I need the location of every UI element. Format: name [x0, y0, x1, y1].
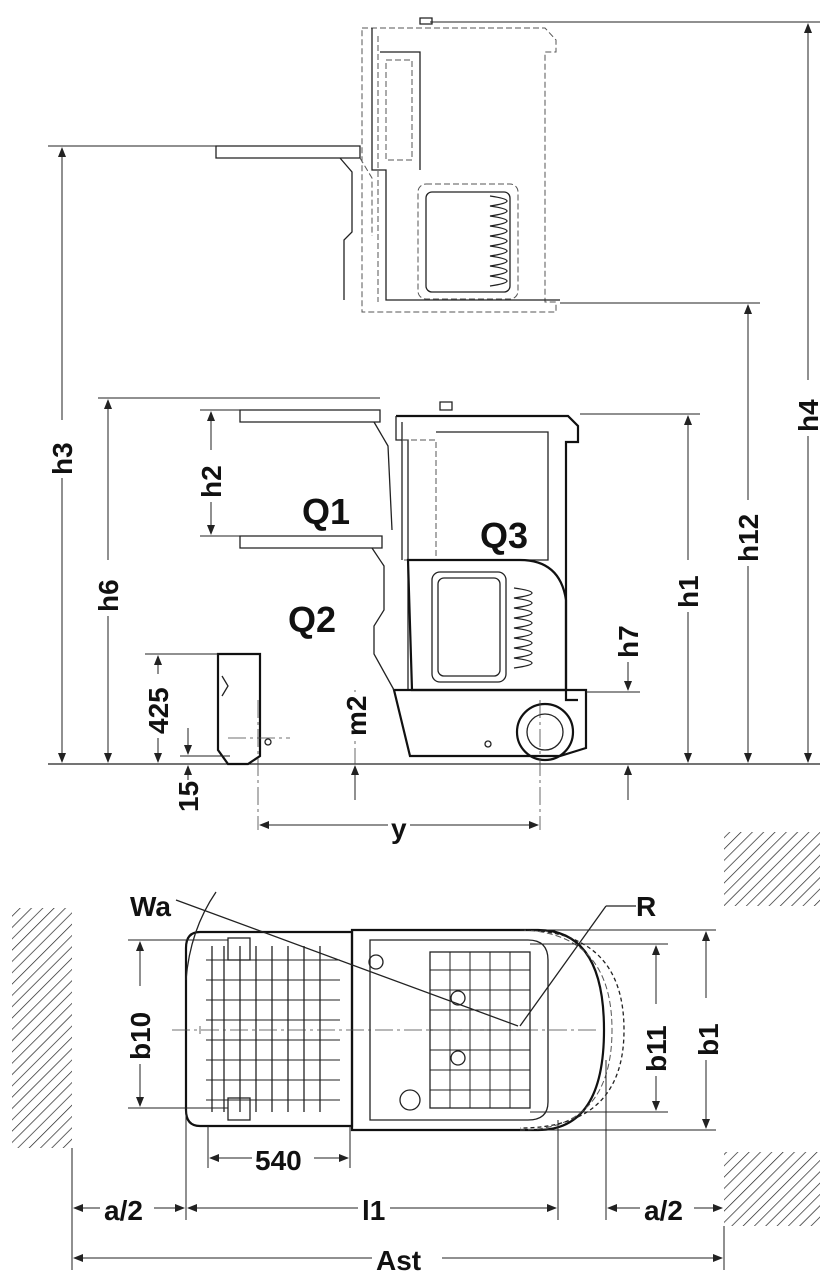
h1-label: h1 [673, 575, 704, 608]
svg-text:h2: h2 [196, 465, 227, 498]
q3-label: Q3 [480, 515, 528, 556]
q2-label: Q2 [288, 599, 336, 640]
a2-right-label: a/2 [644, 1195, 683, 1226]
dim-540-label: 540 [255, 1145, 302, 1176]
dim-425-label: 425 [143, 687, 174, 734]
h4-label: h4 [793, 399, 824, 432]
svg-text:h6: h6 [93, 579, 124, 612]
h12-label: h12 [733, 514, 764, 562]
svg-text:b11: b11 [641, 1025, 672, 1072]
y-label: y [391, 813, 407, 844]
b1-label: b1 [693, 1023, 724, 1056]
left-wall-hatch [12, 908, 72, 1148]
svg-text:h12: h12 [733, 514, 764, 562]
ast-label: Ast [376, 1245, 421, 1276]
svg-text:h1: h1 [673, 575, 704, 608]
svg-text:b1: b1 [693, 1023, 724, 1056]
dim-15-label: 15 [173, 781, 204, 812]
svg-text:425: 425 [143, 687, 174, 734]
h6-label: h6 [93, 579, 124, 612]
svg-text:m2: m2 [341, 696, 372, 736]
svg-text:h3: h3 [47, 442, 78, 475]
a2-left-label: a/2 [104, 1195, 143, 1226]
b11-label: b11 [641, 1025, 672, 1072]
b10-label: b10 [125, 1012, 156, 1060]
lowered-truck-side-view [48, 401, 820, 830]
svg-text:b10: b10 [125, 1012, 156, 1060]
right-wall-hatch-bottom [724, 1152, 820, 1226]
h3-label: h3 [47, 442, 78, 475]
right-wall-hatch-top [724, 832, 820, 906]
top-view-dimensions [71, 929, 725, 1270]
raised-platform-side-view [48, 17, 820, 313]
h2-label: h2 [196, 465, 227, 498]
svg-text:h7: h7 [613, 625, 644, 658]
m2-label: m2 [341, 696, 372, 736]
svg-text:h4: h4 [793, 399, 824, 432]
h7-label: h7 [613, 625, 644, 658]
wa-label: Wa [130, 891, 171, 922]
l1-label: l1 [362, 1195, 385, 1226]
truck-top-view [12, 832, 820, 1226]
q1-label: Q1 [302, 491, 350, 532]
svg-text:15: 15 [173, 781, 204, 812]
r-label: R [636, 891, 656, 922]
